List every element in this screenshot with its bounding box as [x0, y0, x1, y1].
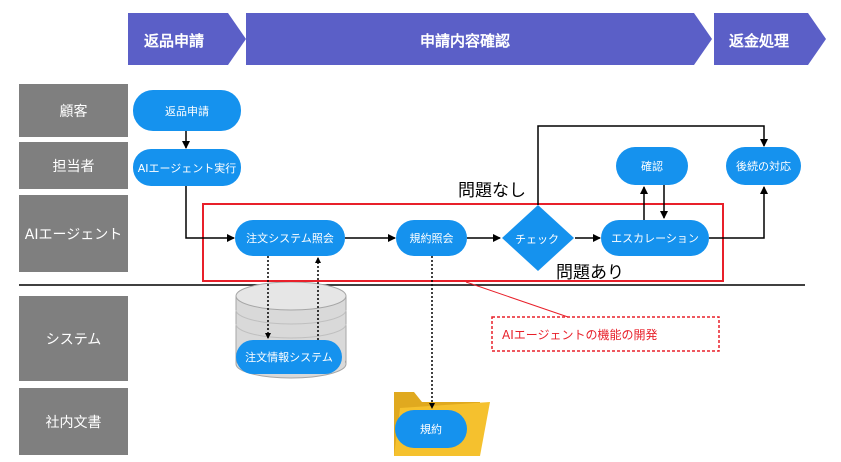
- node-followup[interactable]: 後続の対応: [726, 147, 801, 185]
- arrow-escalation-to-followup: [709, 186, 768, 239]
- node-rules-doc[interactable]: 規約: [395, 410, 467, 448]
- dev-scope-label: AIエージェントの機能の開発: [502, 328, 658, 342]
- node-order-info-system[interactable]: 注文情報システム: [236, 340, 342, 374]
- lane-ai-agent: AIエージェント: [19, 195, 128, 272]
- lane-customer: 顧客: [19, 84, 128, 137]
- check-diamond[interactable]: [502, 205, 574, 271]
- phase-arrow-return-request: [128, 13, 246, 65]
- dev-scope-connector: [465, 281, 569, 318]
- node-return-request[interactable]: 返品申請: [133, 90, 241, 131]
- arrow-check-to-followup: [537, 125, 768, 205]
- arrow-ai-to-order: [185, 186, 235, 242]
- phase-label-return-request: 返品申請: [144, 32, 205, 50]
- label-no-problem: 問題なし: [458, 181, 526, 201]
- phase-arrow-refund: [714, 13, 826, 65]
- phase-arrow-review: [246, 13, 712, 65]
- phase-label-refund: 返金処理: [729, 32, 790, 50]
- node-confirm[interactable]: 確認: [616, 147, 688, 185]
- node-rules-query[interactable]: 規約照会: [396, 220, 467, 256]
- check-label: チェック: [515, 233, 559, 246]
- lane-internal-docs: 社内文書: [19, 388, 128, 455]
- dev-scope-box: [491, 316, 720, 352]
- phase-label-review: 申請内容確認: [420, 32, 511, 50]
- lane-staff: 担当者: [19, 142, 128, 189]
- label-has-problem: 問題あり: [556, 263, 624, 283]
- lane-system: システム: [19, 296, 128, 381]
- ai-function-highlight: [202, 203, 724, 282]
- node-ai-run[interactable]: AIエージェント実行: [133, 149, 241, 186]
- node-order-query[interactable]: 注文システム照会: [235, 220, 345, 256]
- node-escalation[interactable]: エスカレーション: [601, 220, 709, 256]
